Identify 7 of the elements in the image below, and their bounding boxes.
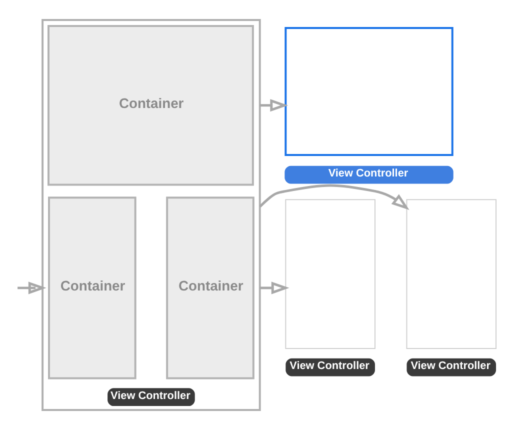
node-box: Container xyxy=(166,196,254,380)
arrow xyxy=(18,282,46,294)
node-box: Container xyxy=(48,24,254,186)
node-box: Container xyxy=(48,196,136,380)
arrow xyxy=(260,282,290,294)
arrow xyxy=(258,184,410,210)
arrow xyxy=(260,99,288,112)
